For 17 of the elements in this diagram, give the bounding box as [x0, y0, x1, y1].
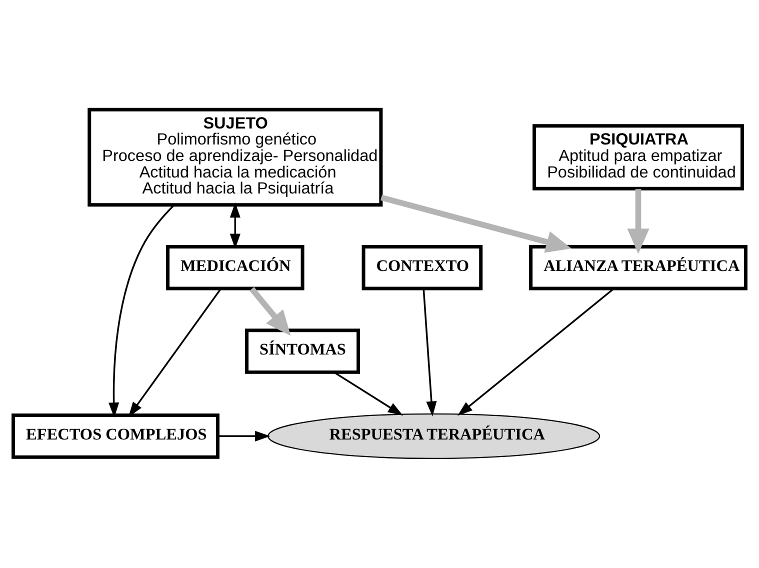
arrow: [218, 430, 270, 442]
node-ellipse: RESPUESTA TERAPÉUTICA: [268, 413, 600, 460]
arrow: [250, 287, 291, 336]
arrow: [457, 288, 614, 416]
node-box: SUJETO Polimorfismo genético Proceso de aprendizaje- Personalidad Actitud hacia la medicación Actitud hacia la Psiquiatría: [88, 108, 383, 207]
node-box: ALIANZA TERAPÉUTICA: [529, 244, 748, 290]
arrow: [422, 288, 437, 416]
arrow: [627, 189, 650, 254]
node-box: PSIQUIATRA Aptitud para empatizar Posibilidad de continuidad: [532, 124, 744, 190]
arrow: [108, 204, 175, 418]
node-box: CONTEXTO: [362, 244, 483, 290]
node-box: MEDICACIÓN: [166, 244, 304, 290]
arrow: [334, 371, 404, 416]
arrow: [230, 202, 240, 249]
node-box: EFECTOS COMPLEJOS: [12, 414, 220, 459]
node-box: SÍNTOMAS: [245, 328, 360, 374]
arrow: [380, 194, 572, 253]
